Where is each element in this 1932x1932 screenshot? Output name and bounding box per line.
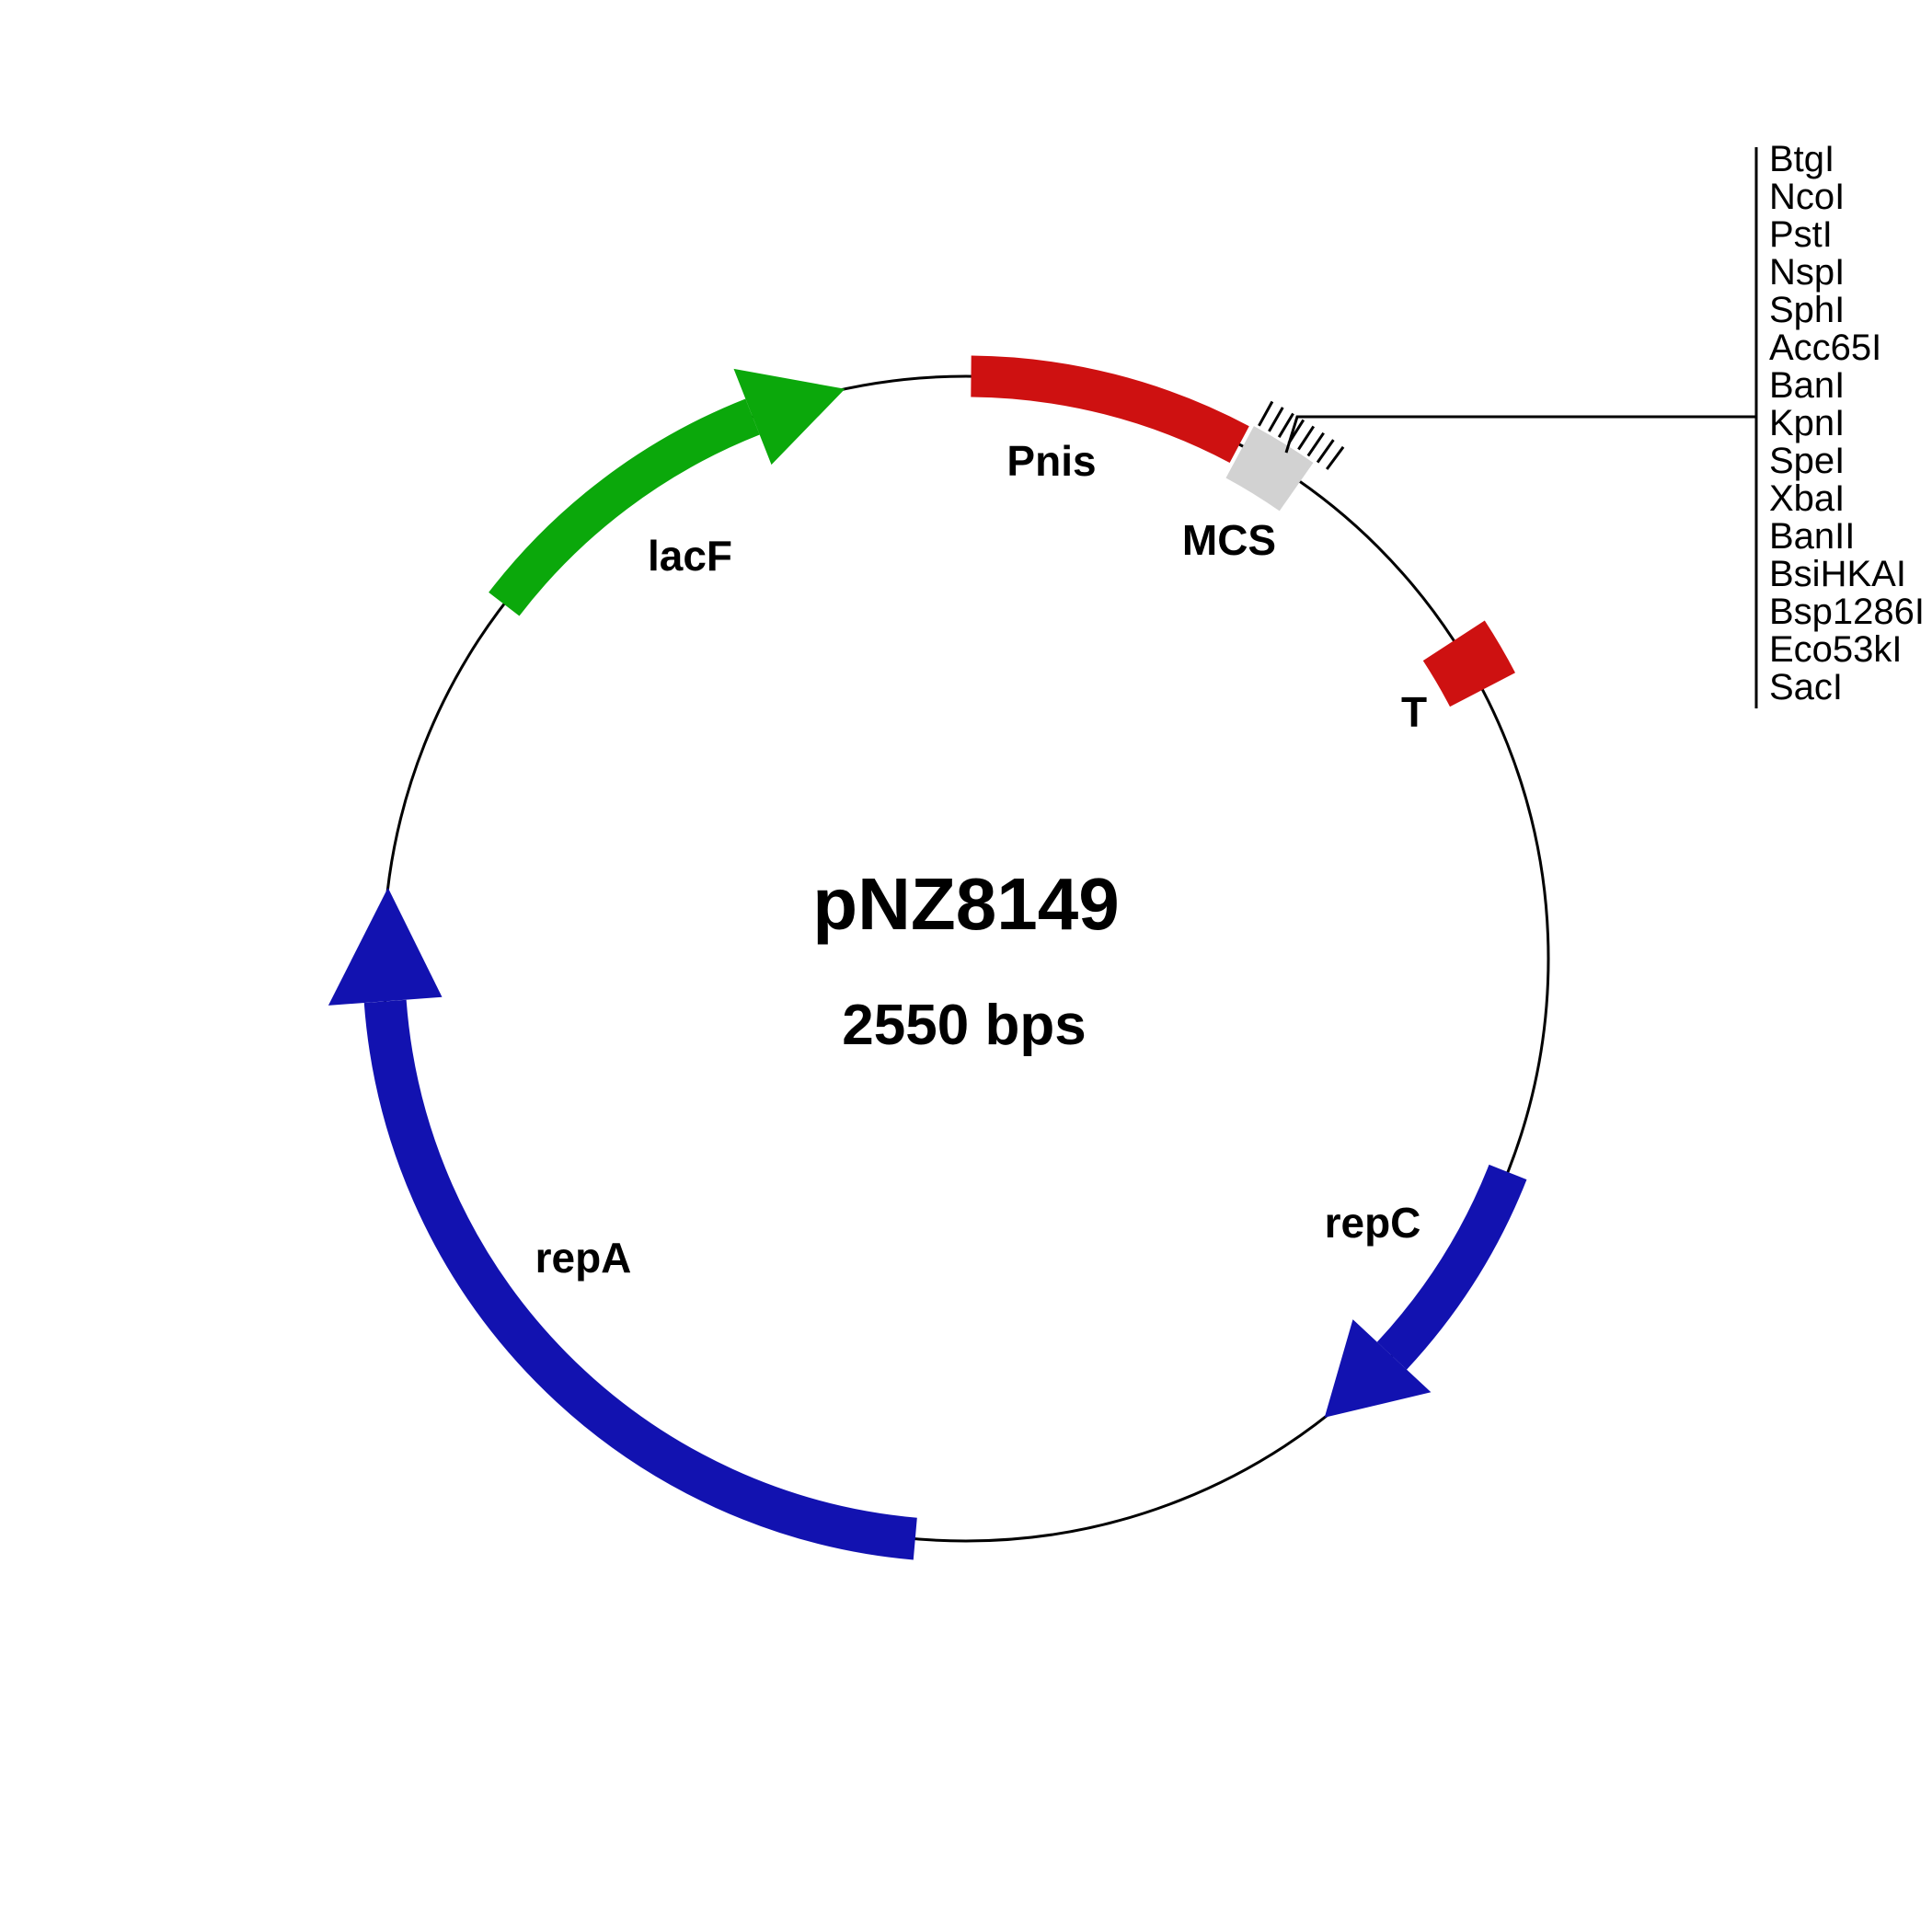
mcs-cut-site-tick xyxy=(1306,431,1325,457)
enzyme-site-label: BanII xyxy=(1769,516,1855,557)
mcs-cut-site-tick xyxy=(1297,425,1316,451)
enzyme-site-label: Acc65I xyxy=(1769,328,1881,368)
enzyme-site-label: SpeI xyxy=(1769,441,1845,481)
mcs-cut-site-tick xyxy=(1316,439,1335,464)
feature-repA-arrow-head xyxy=(328,887,443,1006)
enzyme-site-label: NspI xyxy=(1769,252,1845,293)
plasmid-title: pNZ8149 xyxy=(812,863,1119,945)
feature-label-repC: repC xyxy=(1325,1199,1421,1247)
feature-MCS-block xyxy=(1225,426,1314,512)
feature-label-repA: repA xyxy=(535,1234,632,1282)
mcs-cut-site-tick xyxy=(1258,400,1274,427)
feature-lacF-arrow-head xyxy=(733,368,845,466)
enzyme-site-label: BanI xyxy=(1769,365,1845,406)
enzyme-site-label: BtgI xyxy=(1769,139,1834,179)
plasmid-size-label: 2550 bps xyxy=(842,994,1086,1057)
mcs-connector-line xyxy=(1284,415,1756,454)
feature-label-Pnis: Pnis xyxy=(1006,437,1096,485)
enzyme-site-label: SacI xyxy=(1769,667,1843,707)
mcs-cut-site-tick xyxy=(1277,412,1294,438)
feature-repC-arrow-head xyxy=(1324,1319,1432,1418)
enzyme-site-label: NcoI xyxy=(1769,177,1845,217)
enzyme-site-label: Eco53kI xyxy=(1769,629,1903,670)
feature-label-T: T xyxy=(1401,688,1427,736)
enzyme-site-label: PstI xyxy=(1769,214,1833,255)
feature-T-block xyxy=(1422,620,1515,707)
feature-label-MCS: MCS xyxy=(1182,516,1276,564)
enzyme-site-label: XbaI xyxy=(1769,478,1845,519)
enzyme-site-label: Bsp1286I xyxy=(1769,592,1925,632)
feature-lacF-arrow-body xyxy=(489,398,760,616)
enzyme-site-label: KpnI xyxy=(1769,403,1845,443)
feature-repA-arrow-body xyxy=(363,999,917,1560)
enzyme-site-label: BsiHKAI xyxy=(1769,554,1906,594)
feature-arcs xyxy=(328,355,1527,1560)
mcs-cut-site-tick xyxy=(1268,407,1284,432)
feature-label-lacF: lacF xyxy=(648,532,732,580)
enzyme-site-list: BtgINcoIPstINspISphIAcc65IBanIKpnISpeIXb… xyxy=(1769,139,1925,707)
feature-Pnis-block xyxy=(971,355,1249,463)
enzyme-site-label: SphI xyxy=(1769,290,1845,330)
feature-repC-arrow-body xyxy=(1376,1164,1527,1370)
mcs-cut-site-tick xyxy=(1325,445,1345,470)
